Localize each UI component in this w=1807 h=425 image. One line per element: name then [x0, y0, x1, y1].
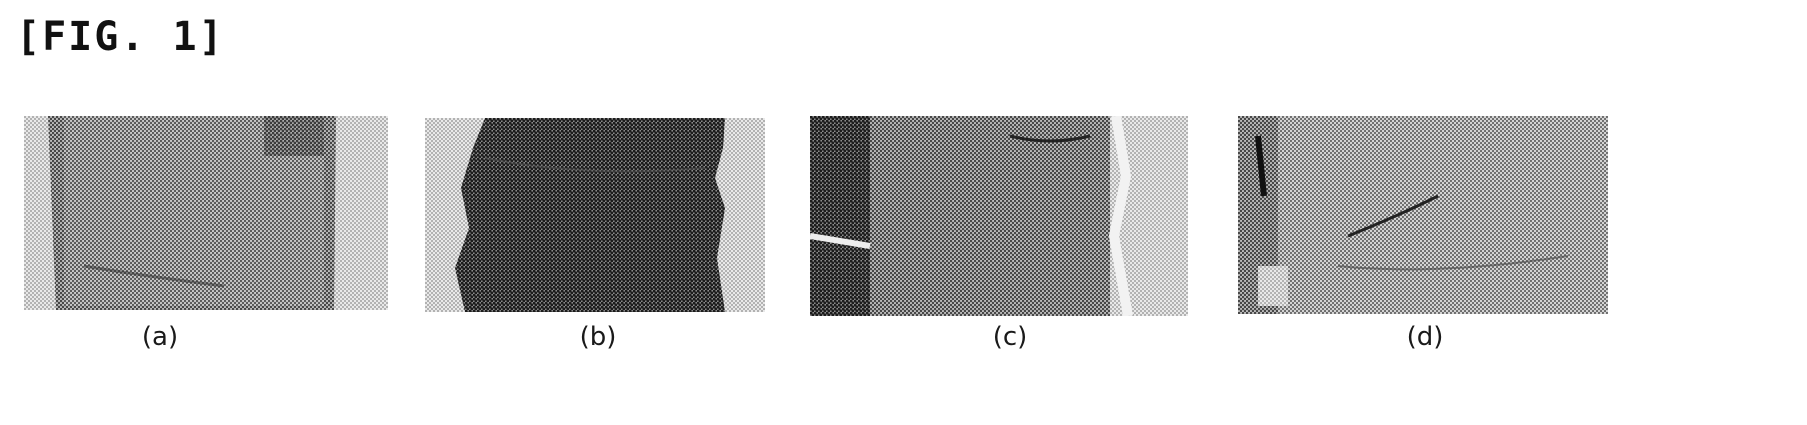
- figure-title: [FIG. 1]: [16, 14, 225, 60]
- panel-label-b: (b): [558, 322, 638, 352]
- halftone-photo-d: [1238, 116, 1608, 314]
- figure-panel-c: [810, 116, 1188, 316]
- panel-label-a: (a): [120, 322, 200, 352]
- halftone-photo-c: [810, 116, 1188, 316]
- halftone-photo-a: [24, 116, 388, 310]
- figure-panel-a: [24, 116, 388, 310]
- figure-panel-d: [1238, 116, 1608, 314]
- panel-label-c: (c): [970, 322, 1050, 352]
- figure-panel-b: [425, 118, 765, 312]
- panel-label-d: (d): [1385, 322, 1465, 352]
- halftone-photo-b: [425, 118, 765, 312]
